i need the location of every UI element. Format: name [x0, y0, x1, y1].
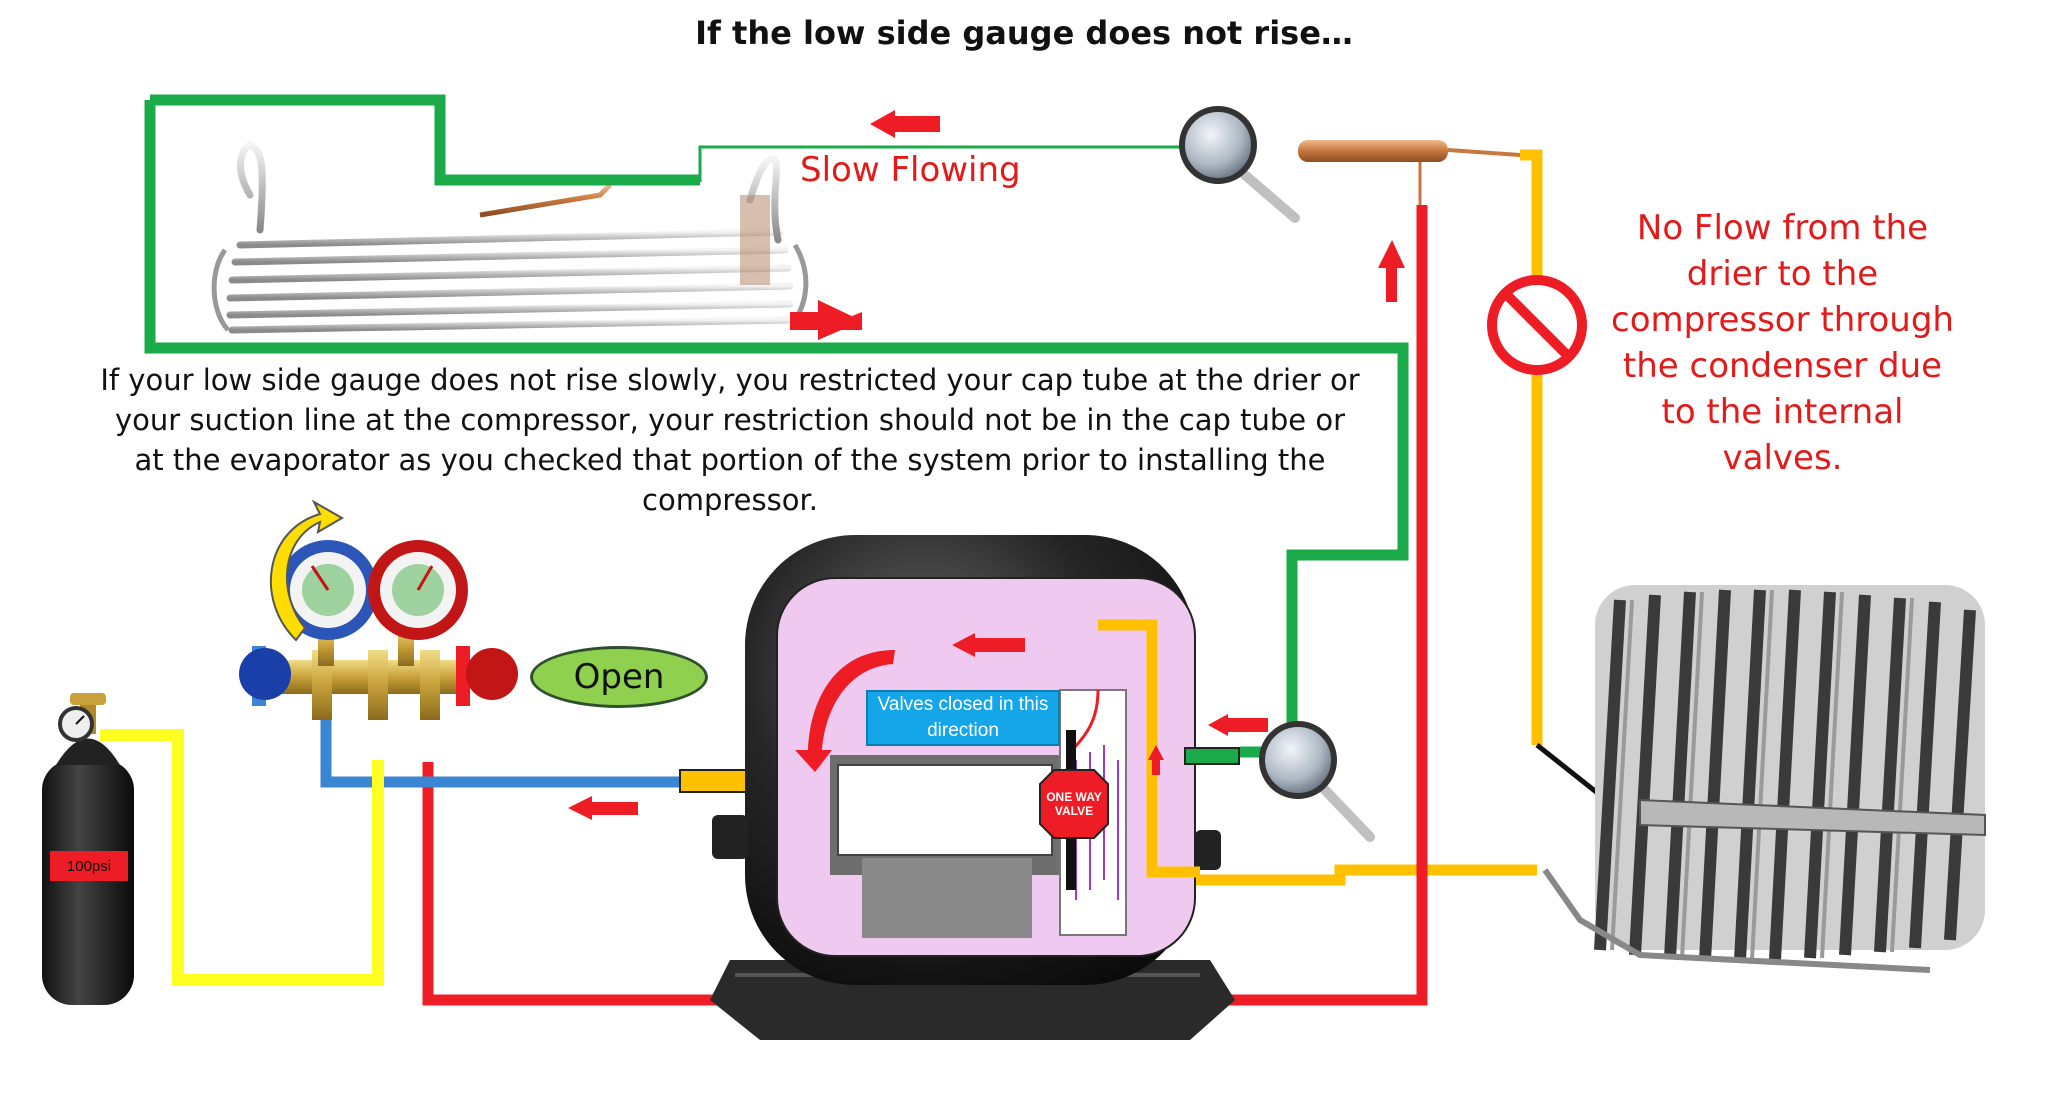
- nitrogen-tank: [42, 693, 134, 1005]
- one-way-valve-sign: [1039, 769, 1109, 839]
- suction-inspection-magnifier-icon: [1259, 721, 1375, 842]
- valve-open-label: Open: [573, 657, 665, 697]
- nitrogen-hose: [100, 729, 384, 986]
- drier-inspection-magnifier-icon: [1179, 106, 1300, 223]
- valves-closed-note: Valves closed in this direction: [866, 690, 1060, 746]
- flow-arrow-evaporator-out: [790, 300, 862, 340]
- flow-arrow-evaporator-in: [870, 110, 940, 138]
- filter-drier: [1298, 140, 1521, 205]
- flow-arrow-internal-up: [1148, 745, 1164, 775]
- diagram-title: If the low side gauge does not rise…: [695, 14, 1353, 52]
- one-way-valve-label: ONE WAY VALVE: [1046, 790, 1102, 818]
- compressor: [710, 535, 1240, 1040]
- compressor-internal-discharge: [1098, 619, 1200, 878]
- evaporator-coil: [211, 141, 809, 334]
- condenser-no-flow-note: No Flow from the drier to the compressor…: [1611, 208, 1954, 478]
- discharge-line: [1520, 149, 1543, 745]
- cap-tube-line: [698, 145, 1230, 182]
- suction-stub: [1184, 747, 1240, 765]
- flow-arrow-suction-in: [1208, 714, 1268, 736]
- rising-gauge-arrow: [269, 499, 344, 642]
- flow-arrow-low-side-hose: [568, 796, 638, 820]
- condenser-inlet: [1535, 743, 1602, 797]
- condenser-coil: [1542, 585, 1986, 973]
- valve-open-badge: Open: [530, 646, 708, 708]
- flow-arrow-up-to-drier: [1378, 240, 1405, 302]
- instruction-paragraph: If your low side gauge does not rise slo…: [100, 363, 1360, 517]
- low-side-hose: [320, 712, 685, 788]
- manifold-gauge-set: [239, 540, 518, 720]
- slow-flowing-label: Slow Flowing: [800, 150, 1021, 190]
- flow-arrow-compressor-top: [952, 633, 1025, 657]
- tank-pressure-label: 100psi: [50, 851, 128, 881]
- no-flow-icon: [1487, 275, 1587, 375]
- flow-arrow-internal-curve: [795, 650, 895, 772]
- suction-line: [150, 94, 700, 186]
- flow-arrows: [568, 110, 1405, 820]
